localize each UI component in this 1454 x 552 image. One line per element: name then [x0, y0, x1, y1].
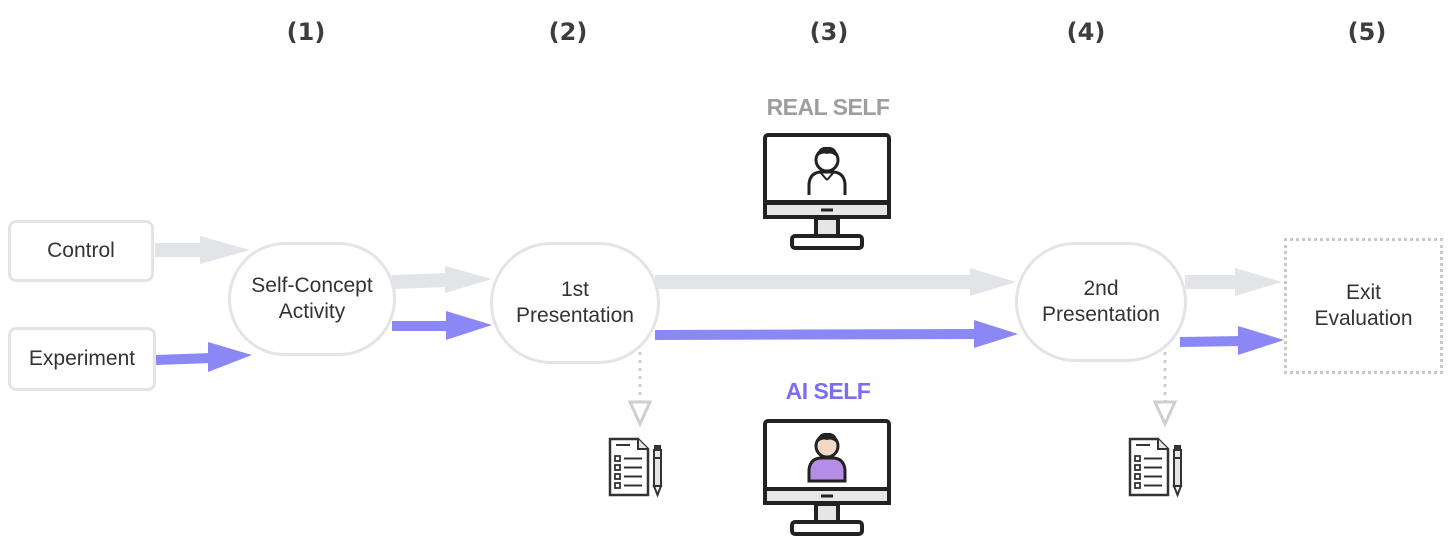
clipboard-pen-icon — [1128, 437, 1183, 498]
second-to-exit-purple-arrow — [1179, 336, 1243, 347]
monitor-user-icon — [763, 133, 891, 250]
self-concept-activity-node: Self-Concept Activity — [228, 242, 396, 356]
first-to-second-purple-arrowhead — [974, 320, 1018, 348]
step-2-label: (2) — [548, 18, 588, 46]
control-path — [155, 236, 1282, 296]
first-to-second-purple-arrow — [654, 329, 979, 340]
second-presentation-node: 2nd Presentation — [1015, 242, 1187, 362]
questionnaire-connectors — [627, 352, 1178, 428]
experiment-group-box: Experiment — [8, 327, 156, 391]
activity-to-first-gray-arrow — [391, 273, 451, 289]
exit-evaluation-node: Exit Evaluation — [1284, 238, 1443, 374]
real-self-label: REAL SELF — [766, 94, 890, 120]
clipboard-pen-icon — [608, 437, 663, 498]
monitor-user-icon — [763, 419, 891, 536]
control-group-box: Control — [8, 220, 154, 282]
activity-to-first-purple-arrowhead — [446, 311, 492, 340]
activity-to-first-gray-arrowhead — [445, 266, 492, 293]
first-to-questionnaire-arrowhead — [627, 400, 653, 428]
first-presentation-node: 1st Presentation — [490, 242, 660, 364]
step-1-label: (1) — [286, 18, 326, 46]
ai-self-label: AI SELF — [785, 378, 871, 404]
second-to-questionnaire-arrowhead — [1152, 400, 1178, 428]
second-to-exit-gray-arrowhead — [1235, 268, 1282, 296]
step-3-label: (3) — [809, 18, 849, 46]
experiment-path — [155, 311, 1284, 372]
experiment-to-activity-arrow — [155, 353, 213, 365]
second-to-exit-purple-arrowhead — [1238, 326, 1284, 355]
experiment-to-activity-arrowhead — [208, 342, 252, 372]
step-5-label: (5) — [1347, 18, 1387, 46]
step-4-label: (4) — [1066, 18, 1106, 46]
first-to-second-gray-arrowhead — [970, 268, 1016, 296]
control-to-activity-arrowhead — [200, 236, 250, 264]
